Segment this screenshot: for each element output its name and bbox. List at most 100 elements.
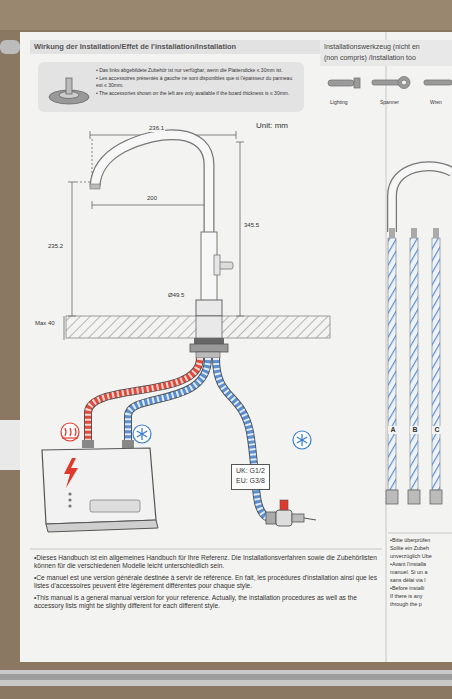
- dimension-label: Spanner: [380, 99, 399, 105]
- angle-valve: [266, 512, 276, 524]
- hot-cold-icons: [137, 431, 147, 437]
- countertop: [196, 352, 220, 358]
- note-text: unverzüglich Ube: [390, 553, 452, 559]
- tool-icons: [354, 78, 360, 88]
- dimension-label: Unit: mm: [256, 121, 288, 131]
- water-heater: [46, 520, 158, 532]
- hot-cold-icons: [62, 437, 78, 438]
- dimension-lines: [90, 131, 91, 139]
- tool-icons: [328, 80, 354, 86]
- dimension-label: 235.2: [48, 243, 63, 250]
- water-heater: [64, 458, 78, 488]
- spare-spout: [392, 166, 452, 232]
- dimension-label: Ø49.5: [168, 292, 184, 299]
- note-text: •Avant l'installa: [390, 561, 452, 567]
- info-box-ground: [38, 62, 304, 112]
- thread-size-box: UK: G1/2EU: G3/8: [231, 464, 270, 490]
- dimension-lines: [72, 182, 73, 316]
- water-heater: [122, 440, 134, 448]
- spare-spout: [392, 166, 452, 232]
- note-text: Sollte ein Zubeh: [390, 545, 452, 551]
- note-text: through the p: [390, 601, 452, 607]
- box-text: EU: G3/8: [236, 477, 265, 486]
- dimension-lines: [64, 131, 244, 340]
- supply-hoses: [216, 358, 268, 518]
- cardboard: [0, 674, 452, 680]
- tool-icons: [398, 77, 410, 89]
- note-text: •This manual is a general manual version…: [34, 594, 378, 610]
- manual-page: [386, 32, 387, 662]
- angle-valve: [280, 500, 288, 510]
- spare-hoses: [411, 228, 417, 238]
- footer-rule: [30, 549, 382, 550]
- hot-cold-icons: [297, 437, 307, 443]
- dimension-lines: [68, 182, 76, 183]
- water-heater: [90, 500, 140, 512]
- faucet: [214, 255, 220, 275]
- countertop: [196, 316, 222, 338]
- part-letter: C: [432, 426, 442, 434]
- spare-spout: [392, 166, 452, 232]
- faucet-icon: [46, 70, 92, 106]
- faucet: [196, 300, 222, 316]
- hot-cold-icons: [61, 423, 79, 441]
- water-heater: [68, 492, 71, 495]
- spare-hoses: [386, 490, 398, 504]
- note-text: •Before installi: [390, 585, 452, 591]
- angle-valve: [304, 518, 316, 520]
- angle-valve: [292, 514, 304, 522]
- spare-hoses: [386, 228, 442, 504]
- dimension-label: 345.5: [244, 222, 259, 229]
- supply-hoses: [216, 358, 268, 518]
- note-text: sans délai via l: [390, 577, 452, 583]
- footer-notes: •Dieses Handbuch ist ein allgemeines Han…: [34, 554, 378, 613]
- spare-hoses: [410, 238, 418, 490]
- spare-hoses: [389, 228, 395, 238]
- water-heater: [42, 448, 156, 524]
- cardboard: [0, 670, 452, 686]
- note-text: •Dieses Handbuch ist ein allgemeines Han…: [34, 554, 378, 570]
- water-heater: [68, 498, 71, 501]
- dimension-lines: [64, 316, 65, 340]
- hot-cold-icons: [293, 431, 311, 449]
- angle-valve: [276, 510, 292, 526]
- countertop: [190, 344, 228, 352]
- tool-icons: [424, 80, 452, 85]
- dimension-label: Installationswerkzeug (nicht en: [324, 43, 420, 51]
- manual-page: [20, 32, 452, 662]
- dimension-label: Wren: [430, 99, 442, 105]
- countertop: [66, 316, 330, 338]
- side-notes: •Bitte überprüfenSollte ein Zubehunverzü…: [390, 537, 452, 609]
- page-heading: Wirkung der Installation/Effet de l'inst…: [34, 42, 236, 51]
- faucet: [95, 135, 209, 300]
- spare-hoses: [408, 490, 420, 504]
- supply-hoses: [128, 358, 208, 444]
- dimension-lines: [240, 142, 241, 316]
- dimension-label: (non compris) /Installation too: [324, 54, 416, 62]
- angle-valve: [266, 500, 316, 526]
- countertop: [194, 338, 224, 344]
- note-text: If there is any: [390, 593, 452, 599]
- dimension-label: Max 40: [34, 320, 56, 327]
- info-box-ground: [38, 62, 304, 112]
- water-heater: [42, 440, 158, 532]
- box-text: UK: G1/2: [236, 467, 265, 476]
- spare-hoses: [388, 238, 396, 490]
- hot-cold-icons: [65, 428, 76, 436]
- dimension-label: 236.1: [148, 125, 165, 132]
- hot-cold-icons: [137, 431, 147, 437]
- spare-hoses: [430, 490, 442, 504]
- box-text: • Das links abgebildete Zubehör ist nur …: [96, 67, 298, 73]
- box-text: • The accessories shown on the left are …: [96, 90, 298, 96]
- part-letter: A: [388, 426, 398, 434]
- cardboard: [0, 40, 20, 54]
- water-heater: [82, 440, 94, 448]
- hot-cold-icons: [297, 437, 307, 443]
- dimension-lines: [92, 201, 93, 209]
- drawing-part: [66, 78, 72, 94]
- spare-hoses: [432, 238, 440, 490]
- manual-page: [20, 32, 452, 662]
